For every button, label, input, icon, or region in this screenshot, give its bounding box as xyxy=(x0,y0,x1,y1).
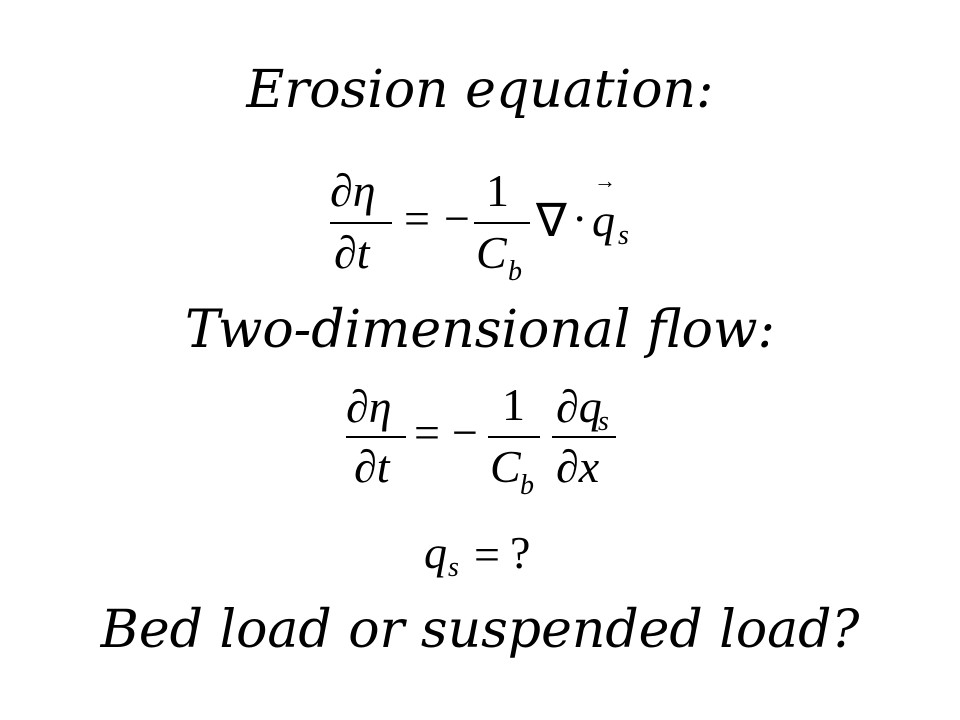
eq1-coef-denominator: C xyxy=(476,227,507,278)
eq2-coef-numerator: 1 xyxy=(502,379,525,430)
eq1-q-subscript: s xyxy=(618,220,629,251)
eq1-lhs-numerator: ∂η xyxy=(330,165,376,216)
eq3-q: q xyxy=(424,527,447,578)
eq1-q: q xyxy=(592,195,615,246)
eq1-coef-fraction-bar xyxy=(474,222,530,224)
eq2-rhs-fraction-bar xyxy=(552,436,616,438)
eq3-equals: = xyxy=(474,529,500,580)
heading-two-dimensional-flow: Two-dimensional flow: xyxy=(184,300,775,360)
eq2-coef-denominator: C xyxy=(490,441,521,492)
eq1-coef-numerator: 1 xyxy=(486,165,509,216)
heading-bed-or-suspended-load: Bed load or suspended load? xyxy=(100,600,860,660)
eq2-rhs-numerator: ∂q xyxy=(556,381,602,432)
eq1-dot: · xyxy=(572,193,588,244)
eq2-coef-fraction-bar xyxy=(488,436,540,438)
heading-erosion-equation: Erosion equation: xyxy=(246,60,714,120)
eq3-question-mark: ? xyxy=(510,527,531,578)
eq2-rhs-numerator-subscript: s xyxy=(598,406,609,437)
eq1-equals: = xyxy=(404,193,430,244)
eq2-equals: = xyxy=(414,407,440,458)
eq1-coef-denominator-subscript: b xyxy=(508,256,522,287)
eq2-coef-denominator-subscript: b xyxy=(520,470,534,501)
eq1-minus: − xyxy=(444,193,470,244)
eq1-nabla: ∇ xyxy=(536,195,567,246)
eq2-lhs-denominator: ∂t xyxy=(354,441,390,492)
eq1-lhs-denominator: ∂t xyxy=(334,227,370,278)
eq2-rhs-denominator: ∂x xyxy=(556,441,600,492)
eq2-minus: − xyxy=(452,407,478,458)
eq2-lhs-numerator: ∂η xyxy=(346,381,392,432)
two-dimensional-equation: ∂η ∂t = − 1 C b ∂q s ∂x xyxy=(346,379,616,501)
eq3-q-subscript: s xyxy=(448,552,459,583)
erosion-equation: ∂η ∂t = − 1 C b ∇ · → q s xyxy=(0,0,960,300)
eq1-lhs-fraction-bar xyxy=(330,222,392,224)
vector-arrow-icon: → xyxy=(594,168,616,193)
qs-question-equation: q s = ? xyxy=(424,527,531,583)
eq2-lhs-fraction-bar xyxy=(346,436,406,438)
